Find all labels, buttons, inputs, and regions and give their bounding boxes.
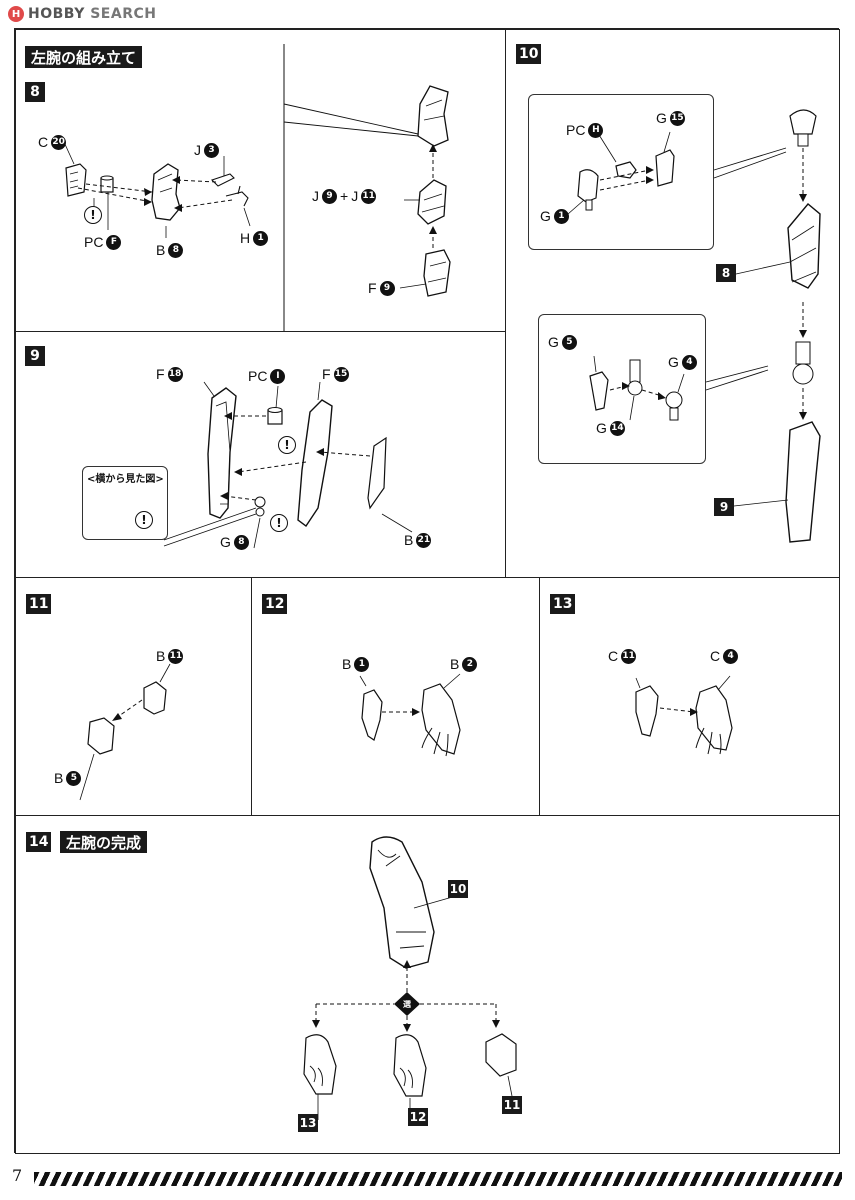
select-mark-label: 選 [403,999,411,1009]
hand-13 [303,1034,337,1095]
step-13-badge: 13 [550,594,576,614]
part-g14 [629,359,641,383]
step-9-diagram [115,381,413,549]
section-title-complete: 左腕の完成 [60,831,148,853]
part-g4 [665,391,683,409]
step-8-panel: 左腕の組み立て 8 [15,29,507,334]
step-12-diagram [359,673,461,757]
step-10-panel: 10 [505,29,840,579]
part-b1 [361,689,383,741]
hand-11 [485,1033,517,1077]
step-8-diagram [63,44,451,334]
part-g5 [589,371,609,411]
part-j3 [210,173,235,187]
part-f9 [423,249,451,297]
step-11-badge: 11 [26,594,52,614]
section-title-left-arm: 左腕の組み立て [25,46,143,68]
ref-step-8: 8 [716,264,736,282]
step-10-diagram [567,109,821,543]
logo-text: HOBBY SEARCH [28,6,157,22]
step-9-badge: 9 [25,346,45,366]
step-14-badge: 14 [26,832,52,852]
instruction-page: 左腕の組み立て 8 [14,28,840,1154]
part-f18 [207,387,237,519]
part-g1 [577,169,599,203]
part-shoulder-assembled [417,85,449,147]
caution-icon: ! [270,514,288,532]
part-g8 [254,496,266,508]
ref-step-13: 13 [298,1114,318,1132]
step-14-panel: 14 左腕の完成 10 選 13 12 11 [15,815,840,1154]
ref-step-12: 12 [408,1108,428,1126]
part-b8 [151,163,181,221]
step-8-badge: 8 [25,82,45,102]
part-b21 [367,436,387,510]
part-pc-h [615,161,637,179]
ref-step-9: 9 [714,498,734,516]
page-number: 7 [12,1166,23,1185]
side-view-inset: <横から見た図> ! [82,466,168,540]
part-h1 [225,185,249,207]
step-9-panel: 9 [15,331,507,579]
part-b2 [421,683,461,755]
part-c4 [695,685,733,751]
step-10-badge: 10 [516,44,542,64]
part-b11 [143,681,167,715]
step-12-badge: 12 [262,594,288,614]
caution-icon: ! [278,436,296,454]
hand-12 [393,1034,427,1097]
part-g15 [655,149,675,187]
site-logo: H HOBBY SEARCH [8,4,156,24]
page-footer: 7 [12,1164,842,1188]
part-upper-arm [787,203,821,289]
step-14-diagram [303,836,517,1120]
part-f15 [297,399,333,528]
side-view-caption: <横から見た図> [87,474,164,485]
ref-step-10: 10 [448,880,468,898]
caution-icon: ! [135,511,153,529]
caution-icon: ! [84,206,102,224]
ref-step-11: 11 [502,1096,522,1114]
decorative-stripes [34,1172,842,1186]
part-c11 [635,685,659,737]
logo-icon: H [8,6,24,22]
part-c20 [65,163,87,197]
assembled-left-arm [369,836,435,969]
part-j9-j11 [417,179,447,225]
step-11-diagram [79,663,171,801]
step-13-diagram [635,675,733,755]
part-forearm [785,421,821,543]
part-b5 [87,717,115,755]
select-diamond-icon [394,992,420,1016]
part-elbow-joint [795,341,811,365]
part-shoulder-ball [789,109,817,135]
